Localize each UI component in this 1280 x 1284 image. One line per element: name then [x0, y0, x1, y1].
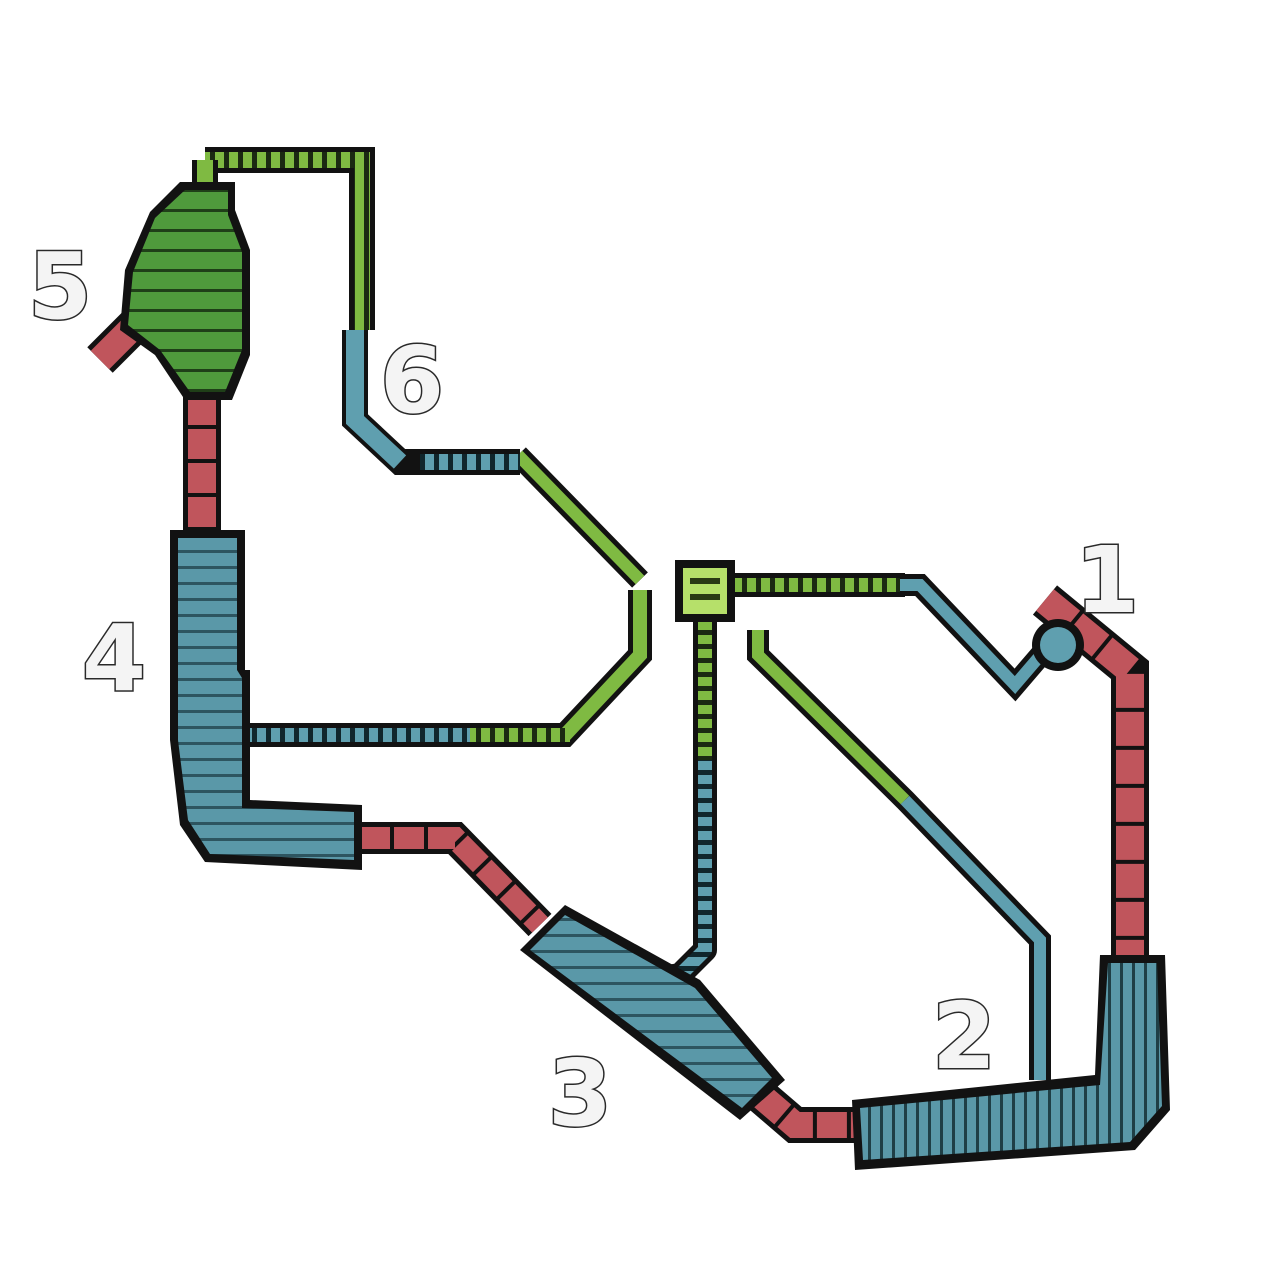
junction-hub-icon[interactable]	[675, 560, 735, 622]
zone-label-2: 2	[932, 983, 996, 1090]
zone-label-5: 5	[28, 233, 92, 340]
zone-4-room[interactable]	[170, 530, 362, 870]
corridor-hub-to-zone3	[648, 620, 717, 992]
zone-5-room[interactable]	[120, 182, 250, 400]
zone-1-entry-node[interactable]	[1032, 619, 1084, 671]
zone-label-3: 3	[548, 1040, 612, 1147]
zone-label-1: 1	[1075, 527, 1139, 634]
zone-label-4: 4	[82, 605, 146, 712]
zone-labels: 1 2 3 4 5 6	[27, 232, 1141, 1149]
blue-corridors	[342, 330, 1054, 702]
red-corridors	[87, 312, 1149, 1143]
zone-label-6: 6	[380, 327, 444, 434]
corridor-hub-to-zone4	[470, 590, 652, 747]
zone-3-room[interactable]	[520, 905, 785, 1120]
green-corridors	[192, 147, 1051, 1080]
zone-2-room[interactable]	[852, 955, 1170, 1170]
